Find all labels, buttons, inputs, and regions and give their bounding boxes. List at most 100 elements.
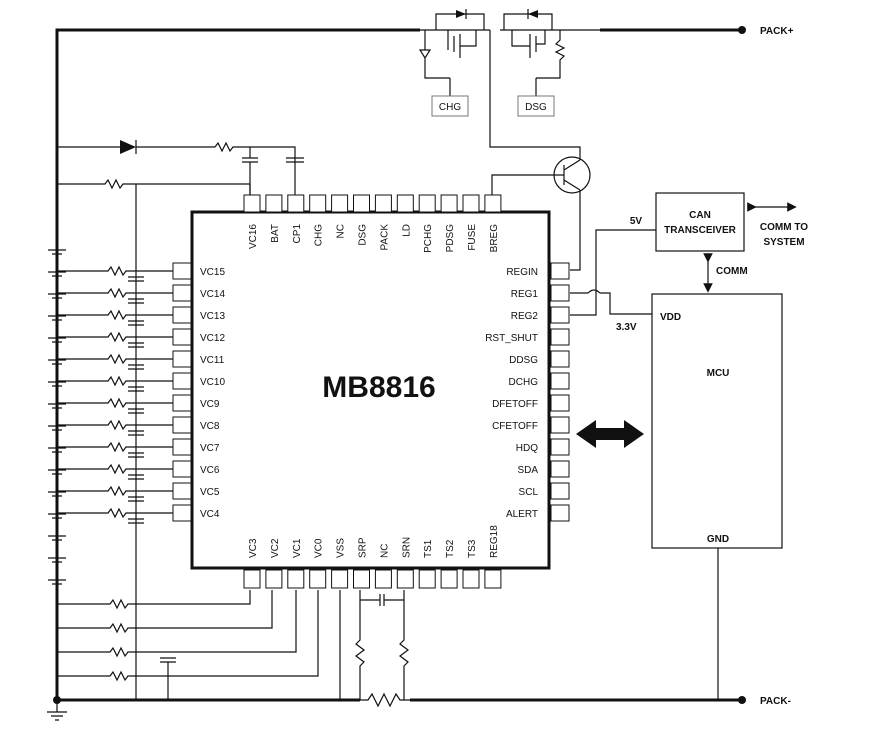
right-pin-label: REGIN [506,267,538,278]
filter-branch [57,507,173,524]
mcu-label: MCU [707,368,730,379]
right-pin-label: CFETOFF [492,421,538,432]
cell-mark [48,557,66,563]
bus-arrow [576,420,644,448]
left-pin-vc9: VC9 [172,394,220,412]
left-pin-vc15: VC15 [172,262,225,280]
top-pin-pack: PACK [374,194,392,251]
comm-to-label-2: SYSTEM [763,237,804,248]
top-pin-ld: LD [396,194,414,237]
filter-branch [57,441,173,458]
can-label-2: TRANSCEIVER [664,225,736,236]
chip-body [190,210,551,570]
chg-fet-label-box: CHG [431,95,469,117]
cell-mark [48,579,66,585]
top-pin-label: FUSE [467,224,478,251]
bottom-pin-label: VC2 [270,538,281,558]
comm-to-label-1: COMM TO [760,222,808,233]
top-pin-dsg: DSG [353,194,370,246]
filter-branch [57,375,173,392]
top-pin-nc: NC [331,194,349,238]
can-label-1: CAN [689,210,711,221]
left-pin-vc10: VC10 [172,372,225,390]
bottom-pin-srn: SRN [396,537,414,589]
top-pin-label: NC [336,224,347,238]
right-pin-hdq: HDQ [516,438,570,456]
dsg-fet-label: DSG [525,102,547,113]
left-pin-label: VC7 [200,443,220,454]
bottom-pin-label: SRP [358,537,369,558]
right-pin-sda: SDA [517,460,570,478]
right-pin-label: SDA [517,465,538,476]
top-pin-label: LD [401,224,412,237]
cell-mark [48,337,66,343]
top-pin-pdsg: PDSG [440,194,458,252]
right-pin-rst_shut: RST_SHUT [485,328,570,346]
sense-network [339,590,410,708]
left-filter-network [57,265,173,524]
bottom-pin-nc: NC [374,544,392,589]
bottom-pin-vc2: VC2 [265,538,283,589]
left-pin-vc5: VC5 [172,482,220,500]
bottom-pin-label: TS2 [445,539,456,558]
bottom-pin-ts3: TS3 [462,539,480,589]
top-pin-label: VC16 [248,224,259,249]
right-pin-ddsg: DDSG [509,350,570,368]
filter-branch [57,331,173,348]
right-pin-label: SCL [519,487,539,498]
right-pin-label: DDSG [509,355,538,366]
cell-mark [48,491,66,497]
vc16-filter [57,178,251,700]
top-pin-label: DSG [358,224,369,246]
right-pin-column: REGINREG1REG2RST_SHUTDDSGDCHGDFETOFFCFET… [485,262,570,522]
left-pin-label: VC8 [200,421,220,432]
cell-mark [48,381,66,387]
dsg-fet-label-box: DSG [517,95,555,117]
right-pin-cfetoff: CFETOFF [492,416,570,434]
top-pin-label: PCHG [423,224,434,253]
right-pin-label: RST_SHUT [485,333,538,344]
bottom-pin-vss: VSS [331,538,349,589]
filter-branch [57,485,173,502]
left-pin-vc7: VC7 [172,438,220,456]
right-pin-label: DFETOFF [492,399,538,410]
left-pin-label: VC14 [200,289,225,300]
right-pin-dchg: DCHG [509,372,570,390]
ground-symbol [47,700,67,721]
top-pin-label: BAT [270,224,281,243]
mcu-block [651,293,783,549]
filter-branch [57,463,173,480]
bottom-pin-label: NC [379,544,390,558]
right-pin-reg1: REG1 [511,284,570,302]
left-pin-vc13: VC13 [172,306,225,324]
left-pin-label: VC10 [200,377,225,388]
pack-minus-rail [53,696,746,704]
bottom-pin-vc1: VC1 [287,538,305,589]
pack-plus-label: PACK+ [760,26,794,37]
bottom-cell-taps [57,590,319,700]
cell-mark [48,271,66,277]
left-pin-label: VC6 [200,465,220,476]
filter-branch [57,265,173,282]
right-pin-dfetoff: DFETOFF [492,394,570,412]
left-pin-label: VC15 [200,267,225,278]
mcu-vdd-label: VDD [660,312,681,323]
cell-mark [48,315,66,321]
filter-branch [57,309,173,326]
pack-minus-label: PACK- [760,696,791,707]
bottom-pin-label: SRN [401,537,412,558]
left-pin-vc4: VC4 [172,504,220,522]
mcu-gnd-label: GND [707,534,729,545]
left-pin-vc14: VC14 [172,284,225,302]
top-pin-pchg: PCHG [418,194,436,253]
right-pin-alert: ALERT [506,504,570,522]
cell-marks [48,249,66,585]
filter-branch [57,287,173,304]
cell-mark [48,469,66,475]
dsg-fet [500,9,600,96]
left-pin-label: VC9 [200,399,220,410]
top-pin-vc16: VC16 [243,194,261,249]
bottom-pin-label: VC1 [292,538,303,558]
bottom-pin-label: VC3 [248,538,259,558]
